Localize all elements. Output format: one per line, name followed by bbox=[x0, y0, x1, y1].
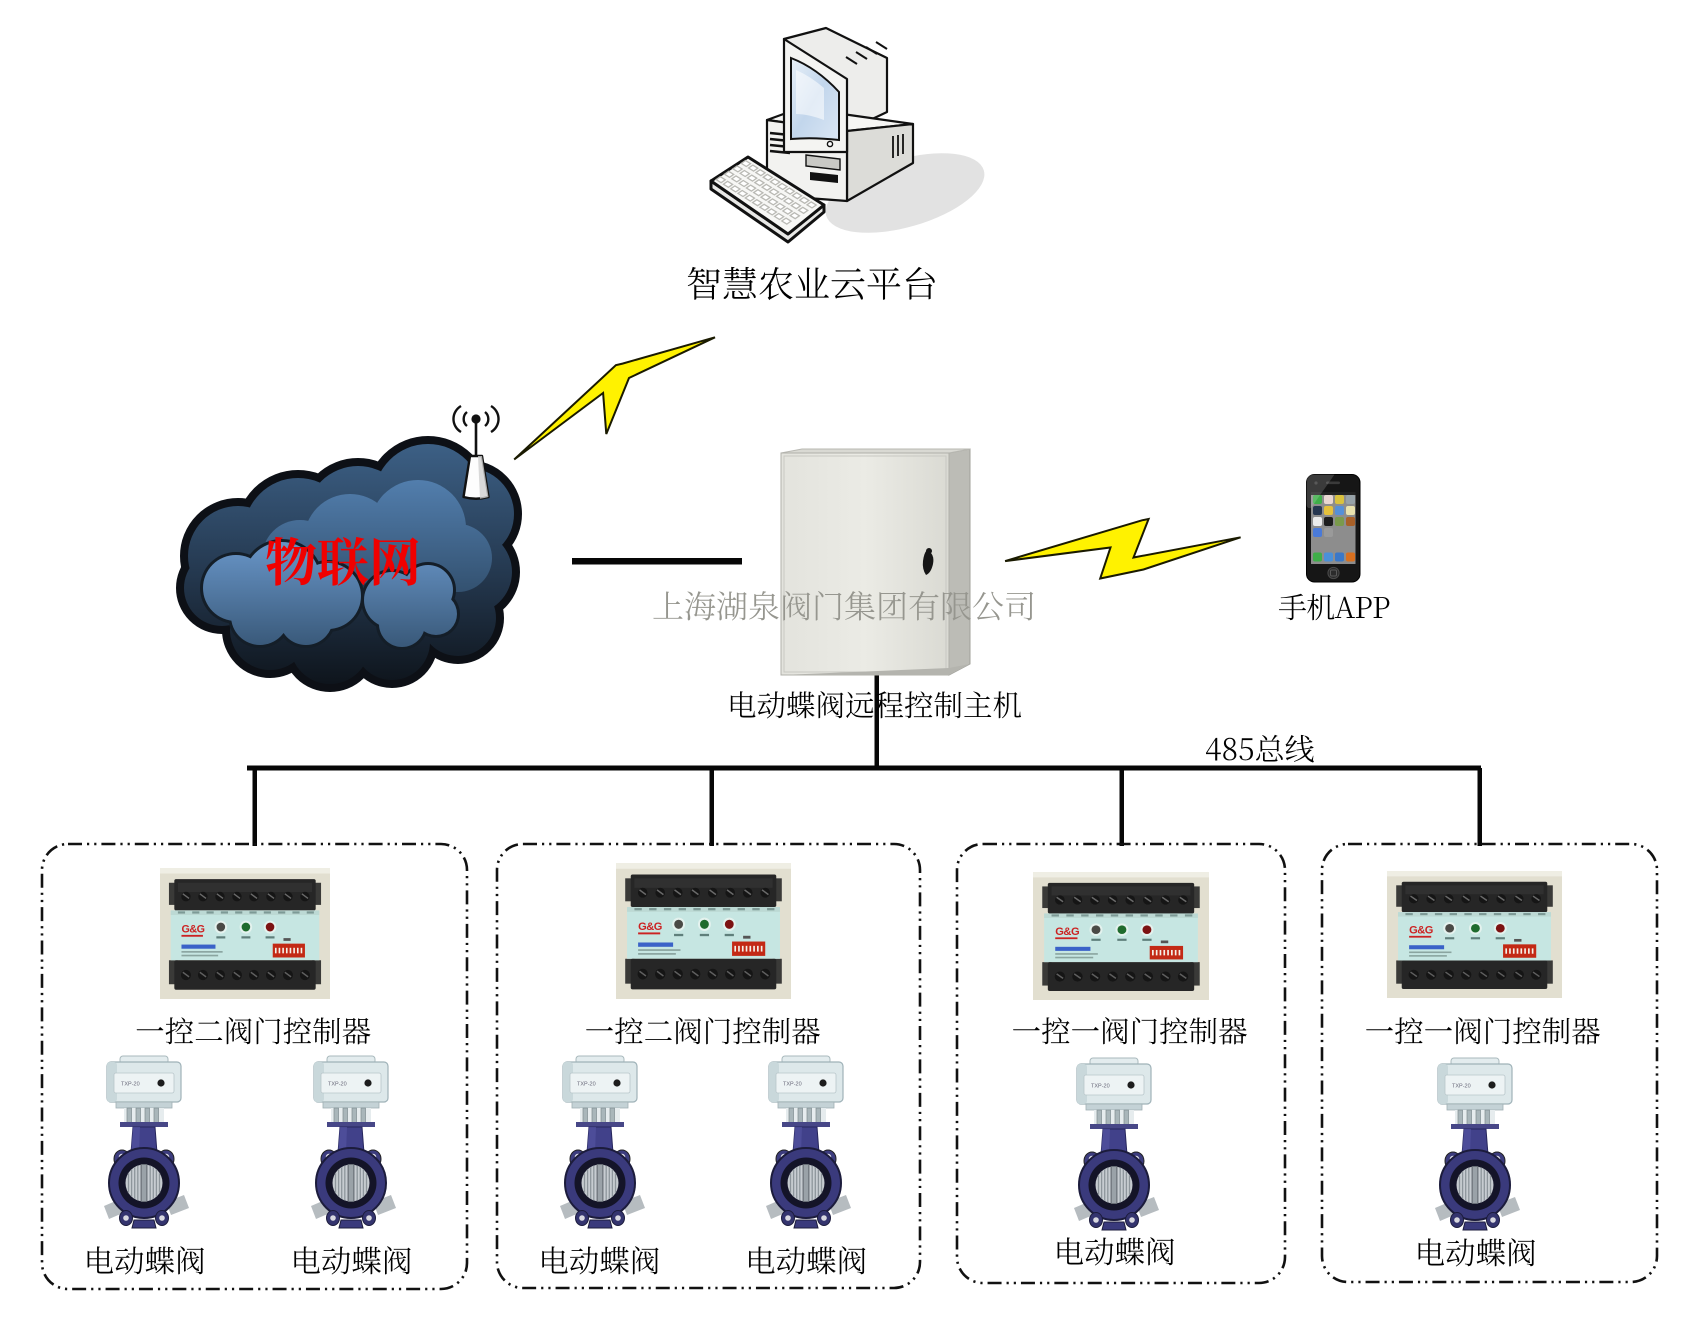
svg-text:G&G: G&G bbox=[181, 923, 204, 935]
svg-text:TXP-20: TXP-20 bbox=[1091, 1084, 1110, 1090]
svg-text:TXP-20: TXP-20 bbox=[1452, 1084, 1471, 1090]
svg-text:G&G: G&G bbox=[638, 921, 662, 933]
svg-text:TXP-20: TXP-20 bbox=[783, 1082, 802, 1088]
svg-text:TXP-20: TXP-20 bbox=[121, 1082, 140, 1088]
svg-text:G&G: G&G bbox=[1055, 926, 1079, 938]
svg-text:G&G: G&G bbox=[1409, 925, 1433, 937]
svg-text:TXP-20: TXP-20 bbox=[328, 1082, 347, 1088]
svg-text:TXP-20: TXP-20 bbox=[577, 1082, 596, 1088]
